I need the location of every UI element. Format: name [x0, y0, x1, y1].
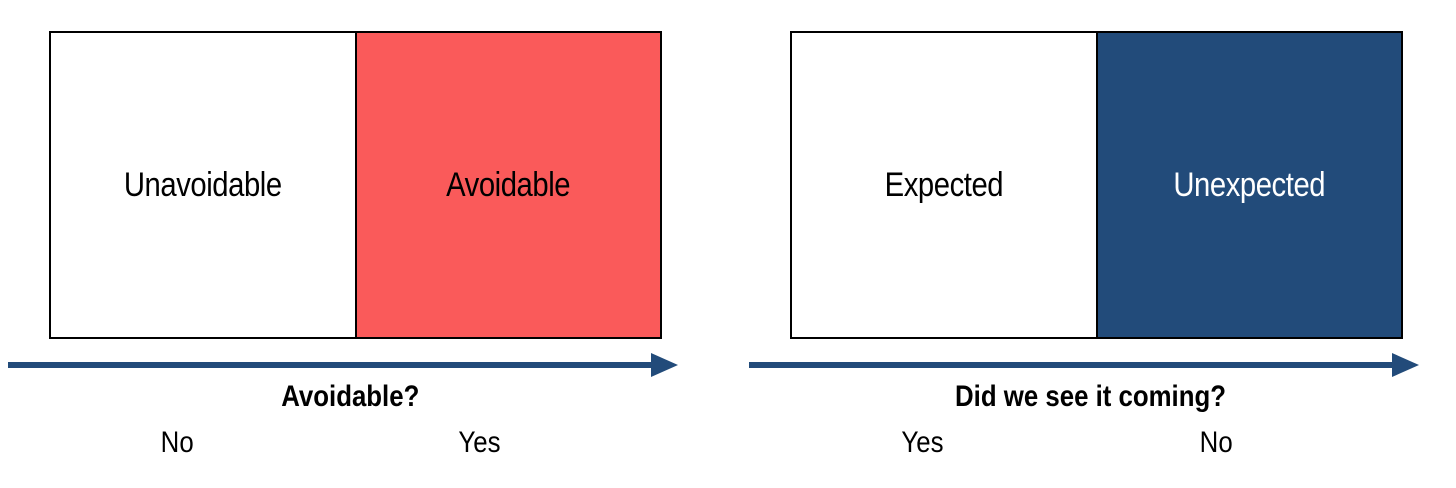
arrow-shaft	[8, 362, 653, 368]
box-pair: Expected Unexpected	[790, 31, 1403, 339]
panel-avoidability: Unavoidable Avoidable Avoidable? No Yes	[0, 0, 700, 488]
axis-arrow	[8, 353, 678, 377]
box-expected: Expected	[792, 33, 1096, 337]
tick-left: Yes	[862, 426, 982, 460]
tick-text: Yes	[900, 426, 944, 459]
tick-right: No	[1156, 426, 1276, 460]
axis-title-text: Did we see it coming?	[955, 380, 1227, 413]
box-unexpected: Unexpected	[1095, 33, 1401, 337]
box-label: Unavoidable	[123, 165, 282, 204]
axis-title: Avoidable?	[0, 380, 700, 414]
panel-anticipation: Expected Unexpected Did we see it coming…	[741, 0, 1441, 488]
box-label: Avoidable	[446, 165, 571, 204]
axis-title-text: Avoidable?	[280, 380, 420, 413]
box-pair: Unavoidable Avoidable	[49, 31, 662, 339]
box-label: Unexpected	[1173, 165, 1326, 204]
axis-arrow	[749, 353, 1419, 377]
arrow-head	[1392, 353, 1419, 377]
box-unavoidable: Unavoidable	[51, 33, 355, 337]
box-label: Expected	[884, 165, 1004, 204]
tick-right: Yes	[419, 426, 539, 460]
arrow-head	[651, 353, 678, 377]
tick-text: Yes	[457, 426, 501, 459]
box-avoidable: Avoidable	[354, 33, 660, 337]
axis-title: Did we see it coming?	[741, 380, 1441, 414]
tick-left: No	[117, 426, 237, 460]
arrow-shaft	[749, 362, 1394, 368]
tick-text: No	[1199, 426, 1233, 459]
tick-text: No	[160, 426, 194, 459]
